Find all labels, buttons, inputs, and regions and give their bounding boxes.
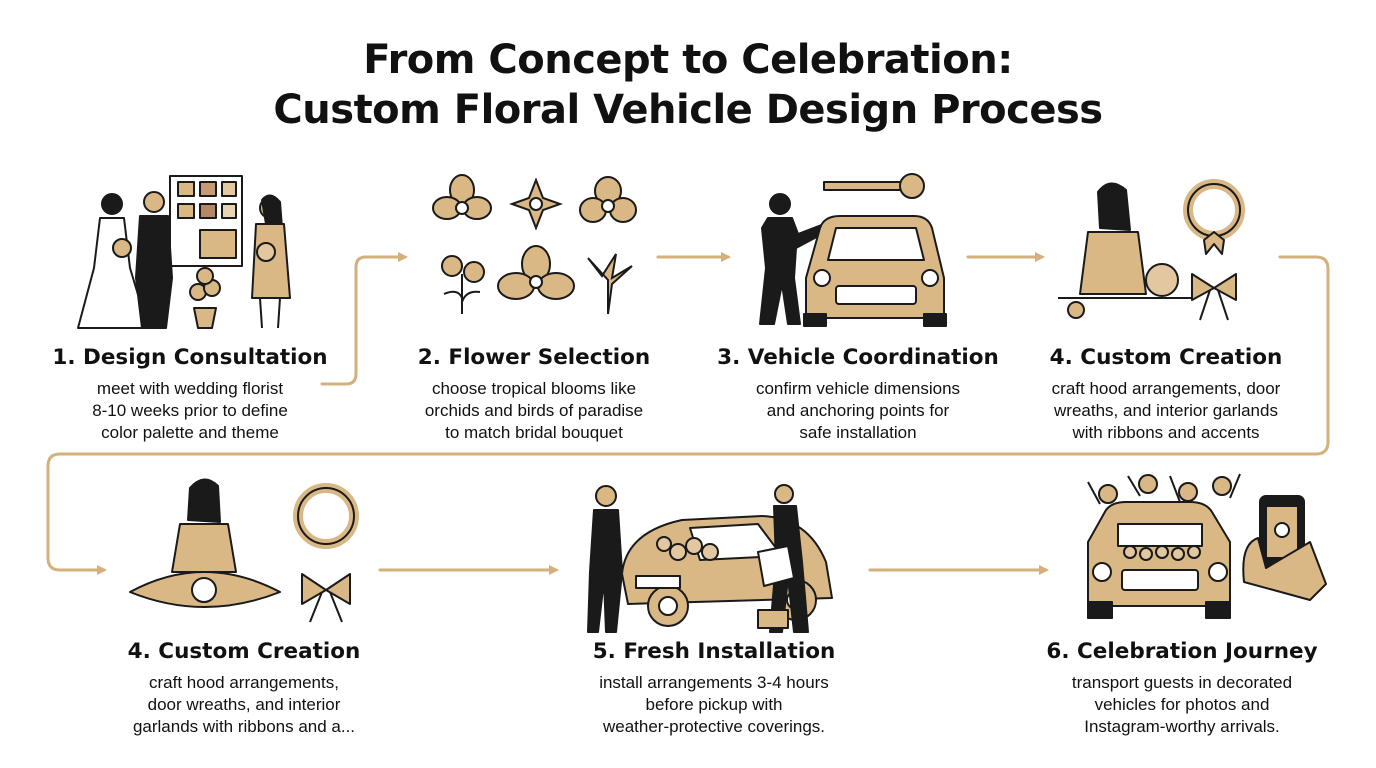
page-title-line-2: Custom Floral Vehicle Design Process	[273, 87, 1103, 133]
connector-arrow-1-2	[320, 252, 408, 386]
step-4b-heading: 4. Custom Creation	[127, 639, 361, 664]
step-1-heading: 1. Design Consultation	[52, 345, 328, 370]
step-1-design-consultation: 1. Design Consultation meet with wedding…	[40, 344, 340, 444]
step-6-celebration-journey: 6. Celebration Journey transport guests …	[1032, 638, 1332, 738]
step-5-description: install arrangements 3-4 hours before pi…	[599, 673, 829, 736]
step-3-description: confirm vehicle dimensions and anchoring…	[755, 379, 961, 442]
step-1-description: meet with wedding florist 8-10 weeks pri…	[92, 379, 288, 442]
connector-arrow-4-wrap	[46, 255, 1330, 575]
step-4-custom-creation: 4. Custom Creation craft hood arrangemen…	[1016, 344, 1316, 444]
installing-on-car-icon	[587, 484, 833, 633]
step-6-heading: 6. Celebration Journey	[1046, 639, 1318, 664]
florist-with-wreath-icon	[129, 478, 359, 623]
step-4-description: craft hood arrangements, door wreaths, a…	[1051, 379, 1281, 442]
step-5-heading: 5. Fresh Installation	[592, 639, 836, 664]
step-4-heading: 4. Custom Creation	[1049, 345, 1283, 370]
florist-crafting-icon	[1058, 179, 1245, 321]
tropical-flowers-icon	[432, 174, 637, 315]
step-2-flower-selection: 2. Flower Selection choose tropical bloo…	[384, 344, 684, 444]
step-3-vehicle-coordination: 3. Vehicle Coordination confirm vehicle …	[708, 344, 1008, 444]
couple-with-florist-icon	[77, 175, 291, 329]
celebrating-guests-icon	[1087, 473, 1327, 619]
step-4b-custom-creation: 4. Custom Creation craft hood arrangemen…	[94, 638, 394, 738]
step-2-description: choose tropical blooms like orchids and …	[424, 379, 644, 442]
step-6-description: transport guests in decorated vehicles f…	[1071, 673, 1293, 736]
step-5-fresh-installation: 5. Fresh Installation install arrangemen…	[564, 638, 864, 738]
step-3-heading: 3. Vehicle Coordination	[717, 345, 999, 370]
measuring-car-icon	[759, 173, 947, 327]
page-title-line-1: From Concept to Celebration:	[363, 37, 1013, 83]
step-2-heading: 2. Flower Selection	[417, 345, 651, 370]
step-4b-description: craft hood arrangements, door wreaths, a…	[132, 673, 356, 736]
